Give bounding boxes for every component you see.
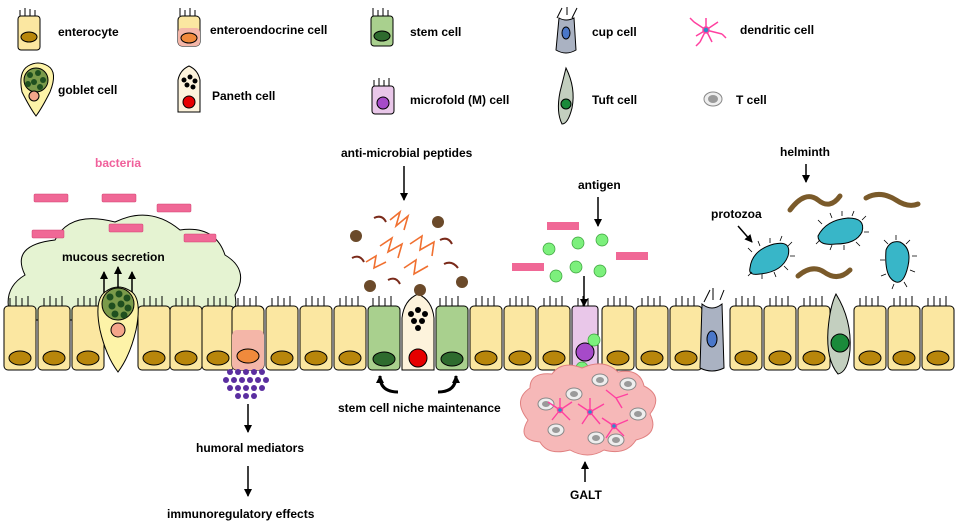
amp-label: anti-microbial peptides	[341, 146, 473, 160]
legend-dendritic-icon	[689, 17, 727, 47]
humoral-mediator-dots	[223, 369, 269, 399]
stem-cell-left	[367, 296, 401, 371]
protozoa-arrow	[737, 225, 753, 243]
goblet-cell	[97, 286, 139, 373]
helminth-label: helminth	[780, 145, 830, 159]
legend-mcell-label: microfold (M) cell	[410, 93, 509, 107]
enterocyte-cell	[71, 296, 105, 371]
enterocyte-cell	[537, 296, 571, 371]
enterocyte-cell	[37, 296, 71, 371]
enterocyte-cell	[797, 296, 831, 371]
legend-tuft-label: Tuft cell	[592, 93, 637, 107]
bacteria-label: bacteria	[95, 156, 141, 170]
enterocyte-cell	[601, 296, 635, 371]
stem-cell-right	[435, 296, 469, 371]
legend-stem-icon	[370, 8, 394, 47]
enterocyte-cell	[669, 296, 703, 371]
galt-label: GALT	[570, 488, 602, 502]
antigen-bacteria	[512, 222, 648, 271]
legend-goblet-icon	[20, 62, 54, 117]
humoral-label: humoral mediators	[196, 441, 304, 455]
tuft-cell	[827, 292, 851, 375]
enterocyte-cell	[299, 296, 333, 371]
enterocyte-cell	[265, 296, 299, 371]
cup-cell	[699, 288, 725, 372]
mucous-secretion-label: mucous secretion	[62, 250, 165, 264]
galt-dendritic-cells	[547, 389, 629, 439]
legend-cup-icon	[555, 7, 578, 54]
legend-mcell-icon	[371, 78, 395, 115]
mucous-cloud	[7, 214, 242, 321]
enterocyte-cell	[137, 296, 171, 371]
paneth-cell	[401, 293, 435, 371]
bacteria-group	[31, 193, 217, 243]
protozoa-label: protozoa	[711, 207, 762, 221]
legend-enteroendocrine-icon	[177, 8, 201, 47]
legend-cup-label: cup cell	[592, 25, 637, 39]
galt-t-cells	[537, 373, 647, 447]
legend: enterocyte enteroendocrine cell stem cel…	[17, 7, 814, 125]
legend-enterocyte-icon	[17, 8, 41, 51]
m-cell	[571, 296, 599, 371]
amp-molecules	[350, 209, 468, 296]
legend-paneth-icon	[177, 65, 201, 113]
enterocyte-cell	[729, 296, 763, 371]
enterocyte-cell	[853, 296, 887, 371]
enterocyte-cell	[169, 296, 203, 371]
legend-stem-label: stem cell	[410, 25, 461, 39]
protozoa-cells	[749, 217, 910, 283]
legend-tuft-icon	[557, 66, 574, 125]
immunoreg-label: immunoregulatory effects	[167, 507, 315, 521]
legend-dendritic-label: dendritic cell	[740, 23, 814, 37]
legend-enteroendocrine-label: enteroendocrine cell	[210, 23, 327, 37]
legend-paneth-label: Paneth cell	[212, 89, 275, 103]
enterocyte-cell	[333, 296, 367, 371]
enterocyte-cell	[921, 296, 955, 371]
enterocyte-cell	[503, 296, 537, 371]
antigen-label: antigen	[578, 178, 621, 192]
protozoa-cilia	[747, 210, 917, 290]
legend-tcell-icon	[703, 91, 723, 107]
legend-goblet-label: goblet cell	[58, 83, 117, 97]
enterocyte-cell	[887, 296, 921, 371]
niche-arrows	[376, 375, 460, 394]
niche-label: stem cell niche maintenance	[338, 401, 501, 415]
enterocyte-cell	[469, 296, 503, 371]
enterocyte-cell	[3, 296, 37, 371]
enterocyte-cell	[635, 296, 669, 371]
epithelium-row	[3, 296, 955, 371]
helminth-worms	[787, 192, 921, 279]
enterocyte-cell	[763, 296, 797, 371]
legend-tcell-label: T cell	[736, 93, 767, 107]
legend-enterocyte-label: enterocyte	[58, 25, 119, 39]
enterocyte-cell	[201, 296, 235, 371]
enteroendocrine-cell	[231, 296, 265, 371]
